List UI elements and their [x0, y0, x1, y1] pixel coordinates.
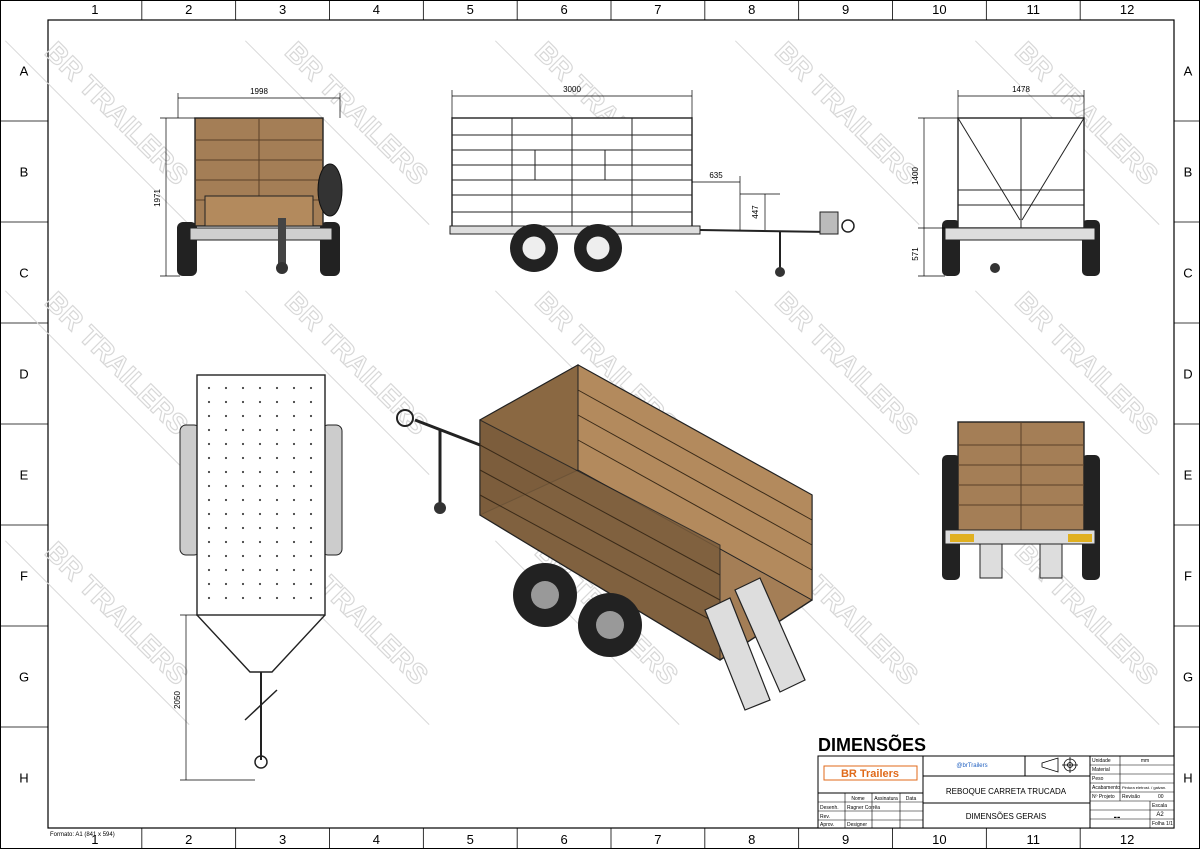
dim-rear-low: 571	[911, 247, 920, 261]
isometric-view	[396, 364, 813, 711]
dim-side-length: 3000	[563, 85, 581, 94]
dim-rear-width: 1478	[1012, 85, 1030, 94]
zone-column-label: 9	[842, 832, 849, 847]
dim-rear-height: 1400	[911, 167, 920, 185]
finish-value: Pintura eletrost. / galvan.	[1122, 785, 1166, 790]
dim-front-width: 1998	[250, 87, 268, 96]
zone-column-label: 1	[91, 2, 98, 17]
zone-column-label: 10	[932, 832, 946, 847]
zone-row-label: E	[20, 468, 29, 483]
zone-column-label: 5	[467, 832, 474, 847]
zone-row-label: H	[1183, 771, 1192, 786]
zone-column-label: 10	[932, 2, 946, 17]
dim-side-height: 447	[751, 205, 760, 219]
zone-column-label: 7	[654, 2, 661, 17]
zone-column-label: 4	[373, 832, 380, 847]
scale-value: A2	[1156, 812, 1164, 818]
zone-row-label: D	[1183, 367, 1192, 382]
zone-row-label: C	[1183, 266, 1192, 281]
zone-column-label: 12	[1120, 2, 1134, 17]
double-dash: --	[1114, 812, 1121, 823]
zone-column-label: 11	[1027, 2, 1041, 17]
sig-header-name: Nome	[851, 796, 865, 802]
material-label: Material	[1092, 767, 1110, 773]
sheet-name: DIMENSÕES GERAIS	[966, 812, 1046, 821]
weight-label: Peso	[1092, 776, 1104, 782]
sig-role-rev: Rev.	[820, 814, 830, 820]
zone-row-label: D	[19, 367, 28, 382]
zone-column-label: 12	[1120, 832, 1134, 847]
sig-name-approve: Designer	[847, 822, 867, 828]
product-name: REBOQUE CARRETA TRUCADA	[946, 787, 1067, 796]
finish-label: Acabamento	[1092, 785, 1120, 791]
zone-column-label: 8	[748, 832, 755, 847]
zone-row-label: H	[19, 771, 28, 786]
dim-top-tongue: 2050	[173, 691, 182, 709]
revision-label: Revisão	[1122, 794, 1140, 800]
zone-row-label: A	[1184, 64, 1193, 79]
rear-view-open	[942, 421, 1100, 580]
zone-row-label: G	[19, 670, 29, 685]
zone-column-label: 5	[467, 2, 474, 17]
drawing-title: DIMENSÕES	[818, 734, 926, 755]
scale-label: Escala	[1152, 803, 1167, 809]
format-note: Formato: A1 (841 x 594)	[50, 832, 115, 838]
rear-view: 1478 1400 571	[911, 85, 1100, 277]
zone-rows-left: A B C D E F G H	[0, 64, 48, 786]
sheet-label: Folha	[1152, 821, 1165, 827]
zone-row-label: F	[1184, 569, 1192, 584]
zone-row-label: G	[1183, 670, 1193, 685]
zone-row-label: E	[1184, 468, 1193, 483]
projection-symbol	[1041, 757, 1078, 773]
sig-name-draw: Ragner Corrêa	[847, 805, 880, 811]
company-logo: BR Trailers	[841, 768, 899, 780]
company-logo-small: @brTrailers	[956, 763, 987, 769]
zone-column-label: 3	[279, 2, 286, 17]
title-block: BR Trailers @brTrailers REBOQUE CARRETA …	[817, 755, 1175, 829]
zone-column-label: 4	[373, 2, 380, 17]
unit-value: mm	[1141, 758, 1149, 764]
side-view: 3000 635 447	[449, 85, 855, 277]
zone-row-label: B	[20, 165, 29, 180]
zone-column-label: 9	[842, 2, 849, 17]
dim-side-tongue: 635	[709, 171, 723, 180]
sig-role-approve: Aprov.	[820, 822, 834, 828]
zone-column-label: 3	[279, 832, 286, 847]
sheet-value: 1/1	[1166, 821, 1173, 827]
zone-column-label: 2	[185, 2, 192, 17]
project-label: Nº Projeto	[1092, 794, 1115, 800]
dim-front-height: 1971	[153, 189, 162, 207]
unit-label: Unidade	[1092, 758, 1111, 764]
zone-column-label: 11	[1027, 832, 1041, 847]
zone-row-label: F	[20, 569, 28, 584]
zone-column-label: 2	[185, 832, 192, 847]
zone-row-label: C	[19, 266, 28, 281]
sig-header-date: Data	[906, 796, 917, 802]
zone-column-label: 6	[560, 832, 567, 847]
revision-value: 00	[1158, 794, 1164, 800]
sig-role-draw: Desenh.	[820, 805, 839, 811]
front-view: 1998 1971	[153, 87, 343, 277]
top-view: 2050	[173, 374, 343, 781]
sig-header-signature: Assinatura	[874, 796, 898, 802]
zone-column-label: 6	[560, 2, 567, 17]
zone-column-label: 1	[91, 832, 98, 847]
zone-row-label: B	[1184, 165, 1193, 180]
zone-column-label: 8	[748, 2, 755, 17]
zone-column-label: 7	[654, 832, 661, 847]
zone-rows-right: A B C D E F G H	[1174, 64, 1200, 786]
zone-row-label: A	[20, 64, 29, 79]
